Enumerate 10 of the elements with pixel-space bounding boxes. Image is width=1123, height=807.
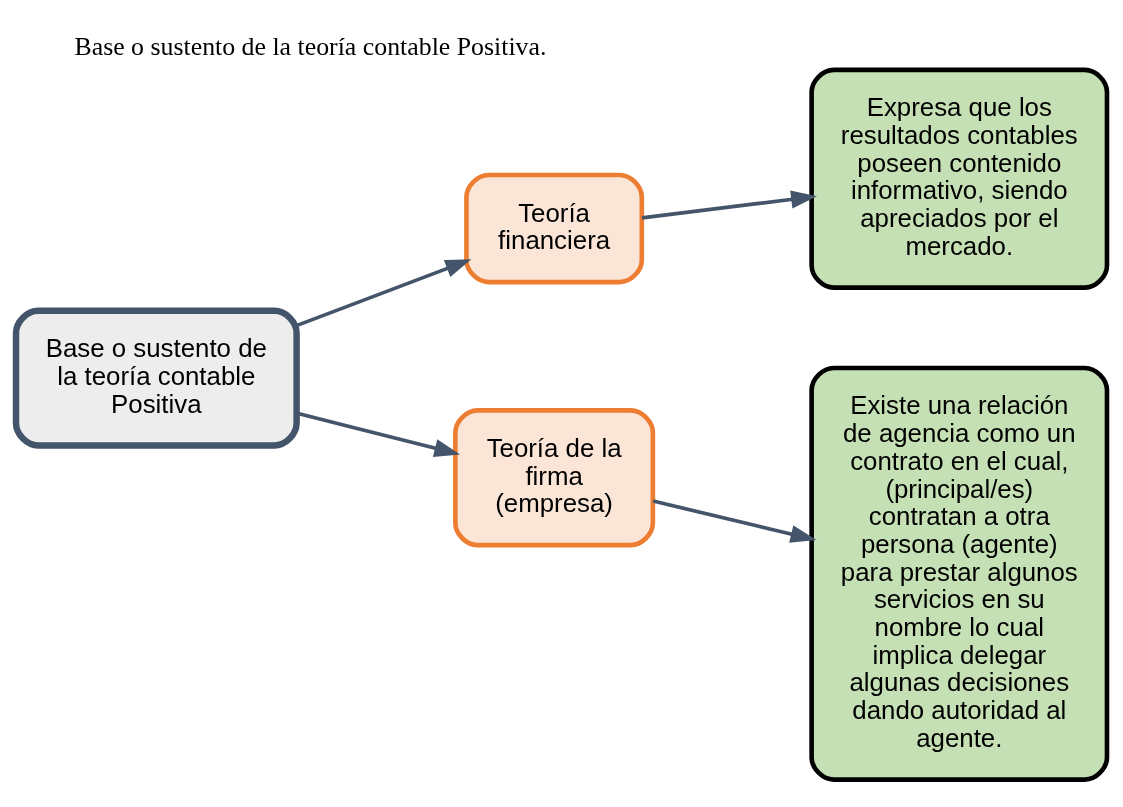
arrow — [641, 190, 817, 220]
diagram-title: Base o sustento de la teoría contable Positiva. — [74, 32, 547, 62]
node-box: Base o sustento de la teoría contable Positiva — [12, 307, 300, 449]
node-box: Expresa que los resultados contables poseen contenido informativo, siendo apreciados por el mercado. — [809, 67, 1110, 290]
node-box: Teoría de la firma (empresa) — [453, 408, 656, 548]
arrow — [296, 259, 472, 328]
arrow — [296, 411, 461, 457]
node-box: Teoría financiera — [464, 172, 645, 285]
arrow — [652, 499, 817, 543]
node-box: Existe una relación de agencia como un contrato en el cual, (principal/es) contratan a otra persona (agente) para prestar algunos servicios en su nombre lo cual implica delegar algunas decisiones dando autoridad al agente. — [809, 365, 1110, 782]
